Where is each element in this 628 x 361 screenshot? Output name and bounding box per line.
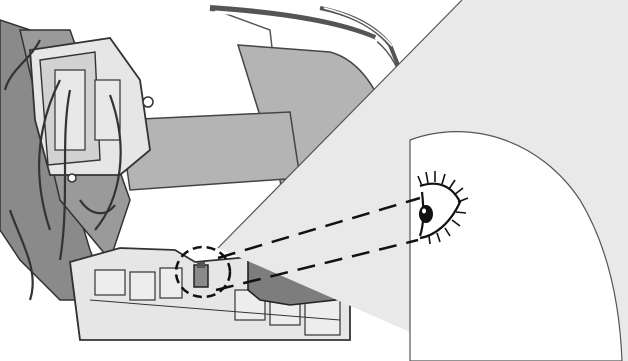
highlighted-fuse bbox=[194, 262, 208, 287]
